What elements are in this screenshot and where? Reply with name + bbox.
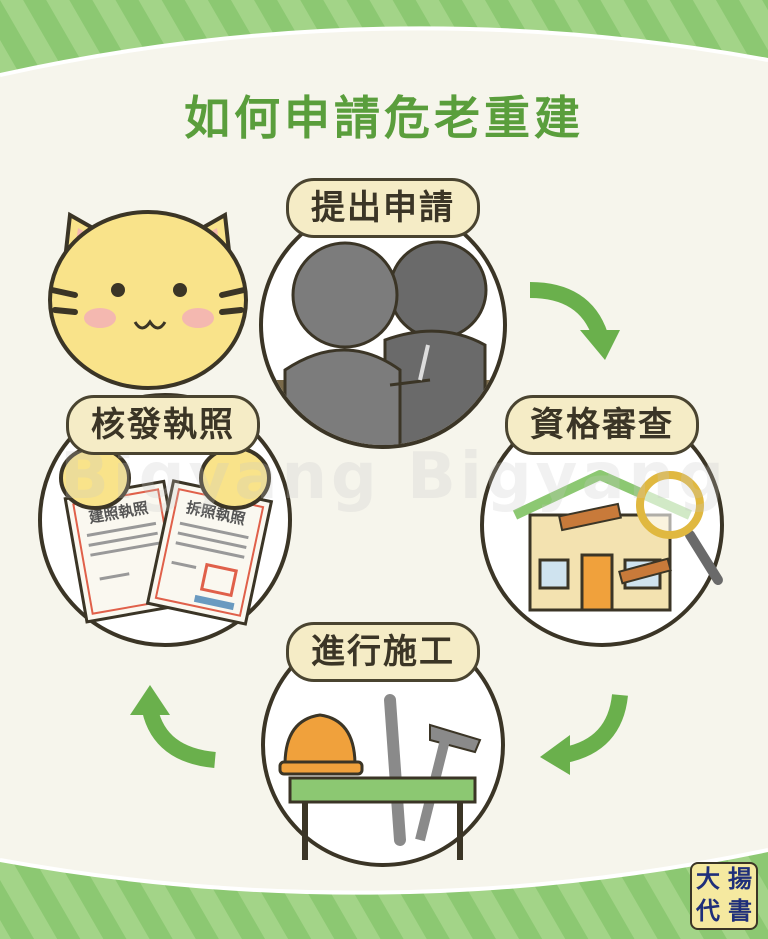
arrow-icon <box>142 707 216 768</box>
logo-char: 書 <box>728 896 752 925</box>
step-label-construction: 進行施工 <box>286 622 480 682</box>
arrow-icon <box>529 282 608 338</box>
page-title: 如何申請危老重建 <box>184 91 584 145</box>
step-label-review: 資格審查 <box>505 395 699 455</box>
construction-tools-icon <box>278 694 482 860</box>
step-label-license: 核發執照 <box>66 395 260 455</box>
top-wave-band <box>0 0 768 75</box>
arrow-icon <box>563 693 628 763</box>
logo-char: 揚 <box>728 864 752 893</box>
logo-char: 大 <box>696 864 720 893</box>
logo-char: 代 <box>696 896 720 925</box>
old-house-magnifier-icon <box>512 470 723 612</box>
step-label-apply: 提出申請 <box>286 178 480 238</box>
license-documents-icon: 建照執照 拆照執照 <box>63 479 274 626</box>
brand-logo: 大 揚 代 書 <box>690 862 758 930</box>
cycle-arrows <box>142 282 628 768</box>
